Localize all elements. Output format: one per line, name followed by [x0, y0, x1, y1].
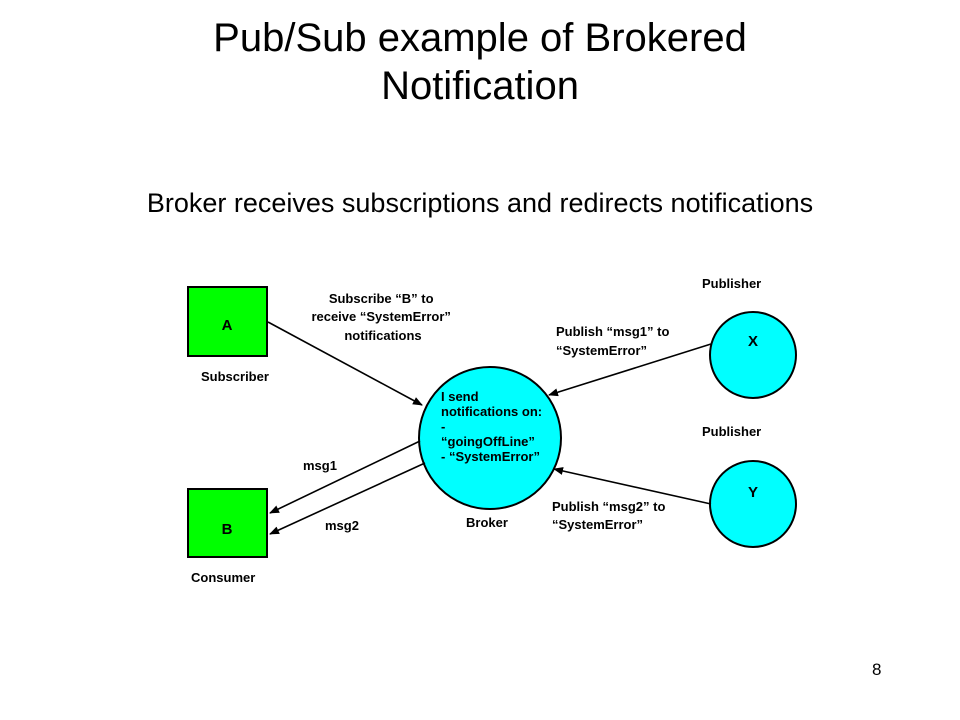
broker-text-line-5: - “SystemError”: [441, 449, 540, 464]
subscribe-note-line-2: receive “SystemError”: [311, 309, 450, 324]
subscribe-note-line-1: Subscribe “B” to: [329, 291, 434, 306]
subscriber-a-box: [187, 286, 268, 357]
subscribe-note-line-3: notifications: [344, 328, 421, 343]
broker-text: I send notifications on: - “goingOffLine…: [441, 389, 546, 464]
publish-msg1-note-line-1: Publish “msg1” to: [556, 324, 669, 339]
msg1-arrow: [269, 440, 421, 514]
slide-title: Pub/Sub example of Brokered Notification: [80, 14, 880, 110]
broker-circle: [418, 366, 562, 510]
broker-text-line-2: notifications on:: [441, 404, 542, 419]
slide-title-line-2: Notification: [381, 64, 579, 108]
publisher-y-letter: Y: [748, 484, 758, 501]
publisher-x-circle: [709, 311, 797, 399]
publisher-y-label: Publisher: [702, 424, 761, 439]
subscribe-note: Subscribe “B” to receive “SystemError” n…: [311, 291, 454, 343]
consumer-label: Consumer: [191, 570, 255, 585]
publish-msg1-note-line-2: “SystemError”: [556, 343, 647, 358]
publisher-x-letter: X: [748, 333, 758, 350]
subscriber-label: Subscriber: [201, 369, 269, 384]
broker-label: Broker: [466, 515, 508, 530]
consumer-b-box: [187, 488, 268, 558]
slide-title-line-1: Pub/Sub example of Brokered: [213, 16, 747, 60]
publish-msg1-arrow: [548, 343, 712, 397]
broker-text-line-4: “goingOffLine”: [441, 434, 535, 449]
publisher-y-circle: [709, 460, 797, 548]
publisher-x-label: Publisher: [702, 276, 761, 291]
msg2-label: msg2: [325, 518, 359, 533]
publish-msg2-arrow: [553, 467, 712, 505]
page-number: 8: [872, 660, 882, 679]
publish-msg2-note-line-2: “SystemError”: [552, 517, 643, 532]
consumer-b-letter: B: [222, 521, 233, 538]
broker-text-line-3: -: [441, 419, 445, 434]
broker-text-line-1: I send: [441, 389, 479, 404]
subscribe-arrow: [267, 321, 423, 406]
publish-msg2-note: Publish “msg2” to “SystemError”: [552, 499, 669, 532]
msg1-label: msg1: [303, 458, 337, 473]
msg2-arrow: [269, 462, 426, 535]
slide-subtitle: Broker receives subscriptions and redire…: [146, 188, 814, 218]
publish-msg1-note: Publish “msg1” to “SystemError”: [556, 324, 673, 358]
subscriber-a-letter: A: [222, 317, 233, 334]
publish-msg2-note-line-1: Publish “msg2” to: [552, 499, 665, 514]
